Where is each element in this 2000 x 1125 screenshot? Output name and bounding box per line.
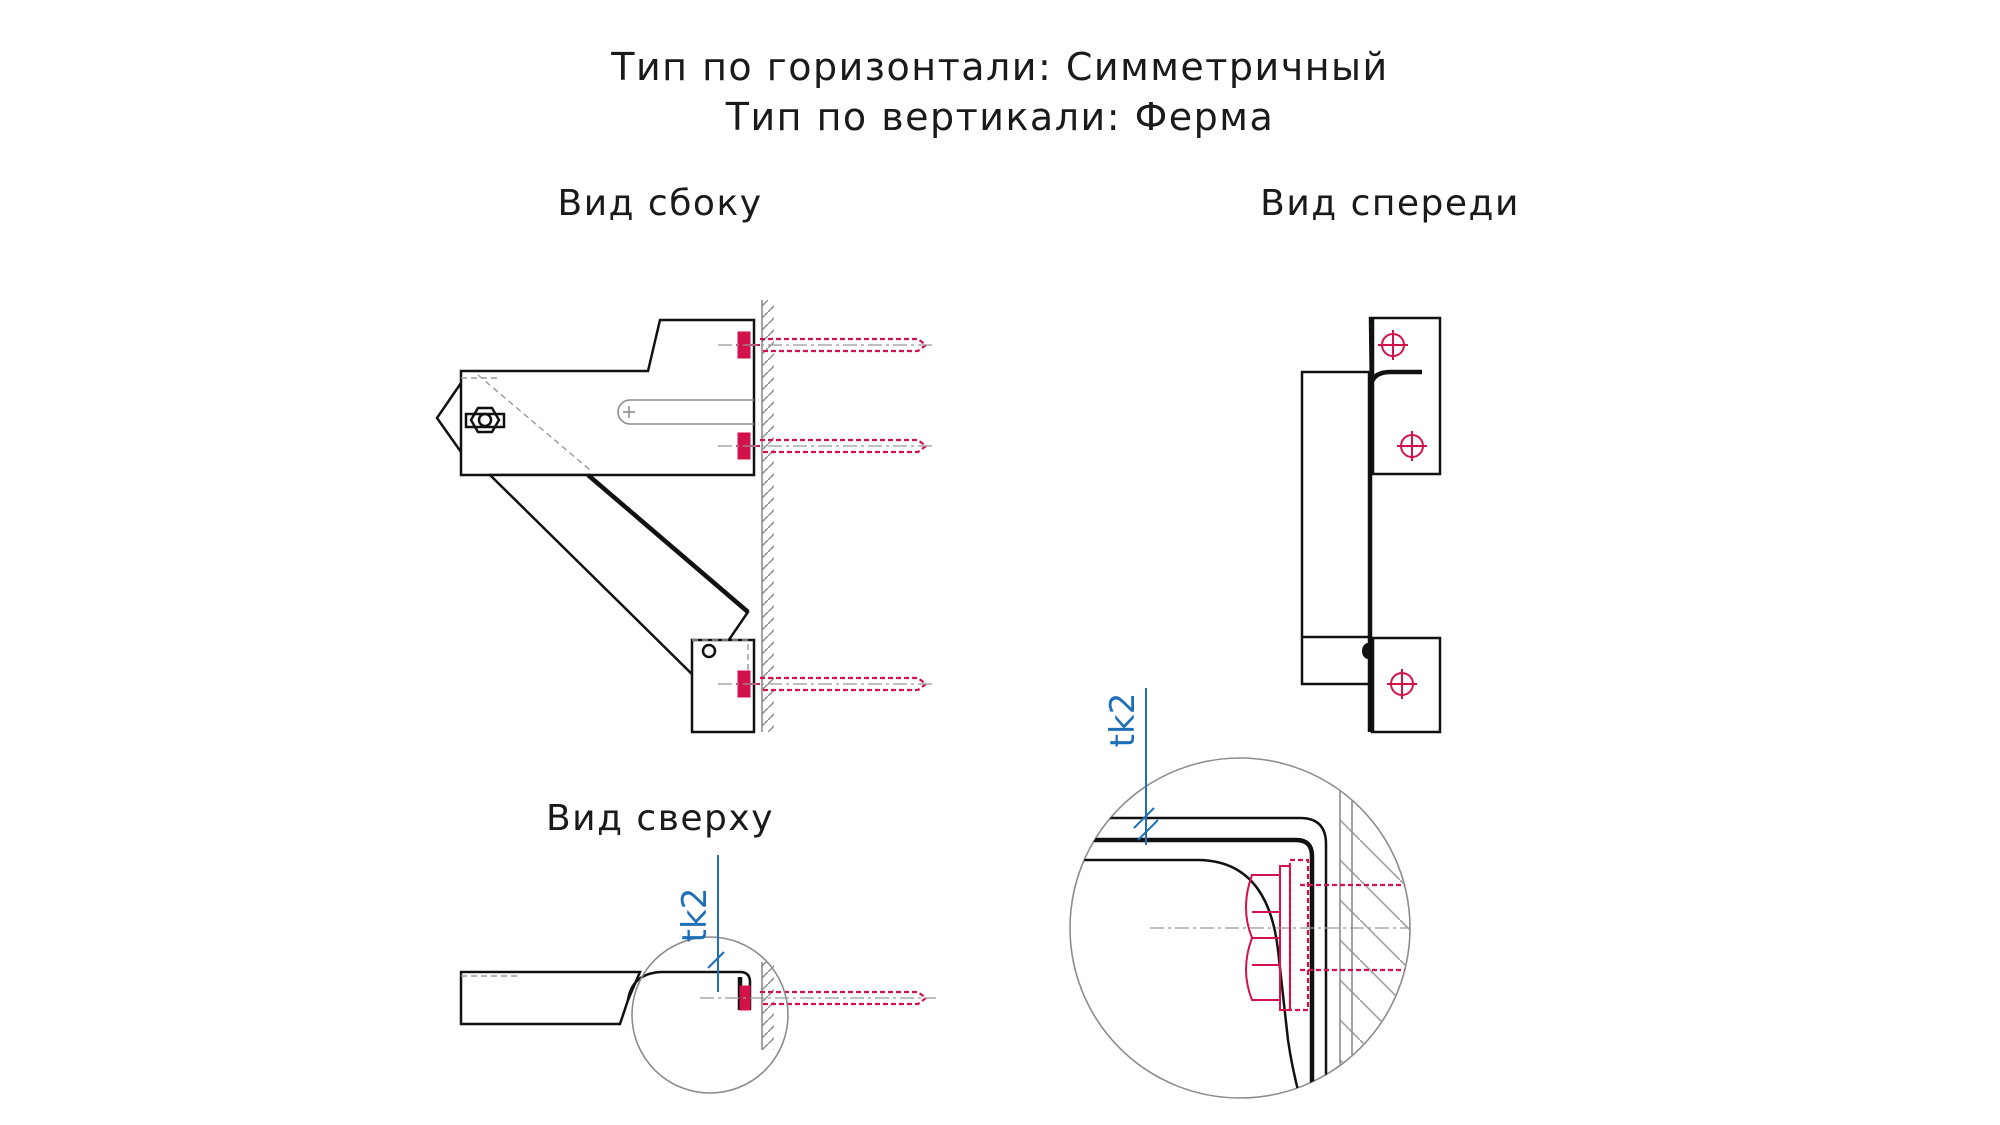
top-bracket-body bbox=[459, 970, 642, 1026]
side-wall-hatch bbox=[762, 300, 774, 732]
top-wall-hatch bbox=[762, 962, 774, 1050]
detail-bolt-head bbox=[1245, 858, 1310, 1012]
view-label-top: Вид сверху bbox=[546, 798, 774, 839]
top-bracket-flange bbox=[626, 970, 752, 1010]
side-lower-hole bbox=[701, 643, 717, 659]
front-fastener-1 bbox=[1378, 330, 1408, 360]
side-slot bbox=[617, 399, 754, 425]
detail-plate-outer bbox=[1070, 816, 1328, 1098]
front-upper-plate bbox=[1368, 316, 1442, 476]
view-label-front: Вид спереди bbox=[1260, 183, 1520, 224]
title-horizontal-type: Тип по горизонтали: Симметричный bbox=[610, 45, 1389, 89]
side-strut-thick-edge bbox=[586, 473, 750, 614]
front-fastener-2 bbox=[1397, 431, 1427, 461]
top-dim-tick bbox=[707, 951, 725, 969]
top-view: tk2 bbox=[459, 855, 936, 1094]
side-anchor-middle bbox=[718, 432, 936, 460]
side-upper-bracket bbox=[459, 318, 756, 477]
detail-dim-tick2 bbox=[1137, 819, 1159, 841]
side-anchor-bottom bbox=[718, 670, 936, 698]
detail-dim-label: tk2 bbox=[1103, 693, 1143, 748]
front-rail bbox=[1300, 370, 1372, 686]
top-anchor bbox=[700, 985, 936, 1011]
front-view bbox=[1300, 316, 1442, 734]
detail-plate-inner bbox=[1070, 837, 1315, 1098]
side-anchor-top bbox=[718, 331, 936, 359]
title-vertical-type: Тип по вертикали: Ферма bbox=[725, 95, 1275, 139]
side-bracket-tip bbox=[435, 382, 463, 453]
view-label-side: Вид сбоку bbox=[558, 183, 763, 224]
front-fastener-3 bbox=[1387, 669, 1417, 699]
detail-view: tk2 bbox=[1069, 688, 1411, 1099]
top-dim-label: tk2 bbox=[675, 888, 715, 943]
detail-bracket-bend bbox=[1070, 858, 1302, 1098]
side-view bbox=[435, 300, 936, 734]
detail-dim-tick1 bbox=[1133, 807, 1155, 829]
side-lower-hidden bbox=[692, 639, 749, 680]
side-hex-nut bbox=[464, 406, 506, 434]
top-detail-circle bbox=[631, 936, 789, 1094]
side-hidden-diagonal bbox=[477, 374, 591, 471]
front-upper-bend bbox=[1367, 369, 1422, 389]
front-weld-dot bbox=[1362, 643, 1374, 659]
